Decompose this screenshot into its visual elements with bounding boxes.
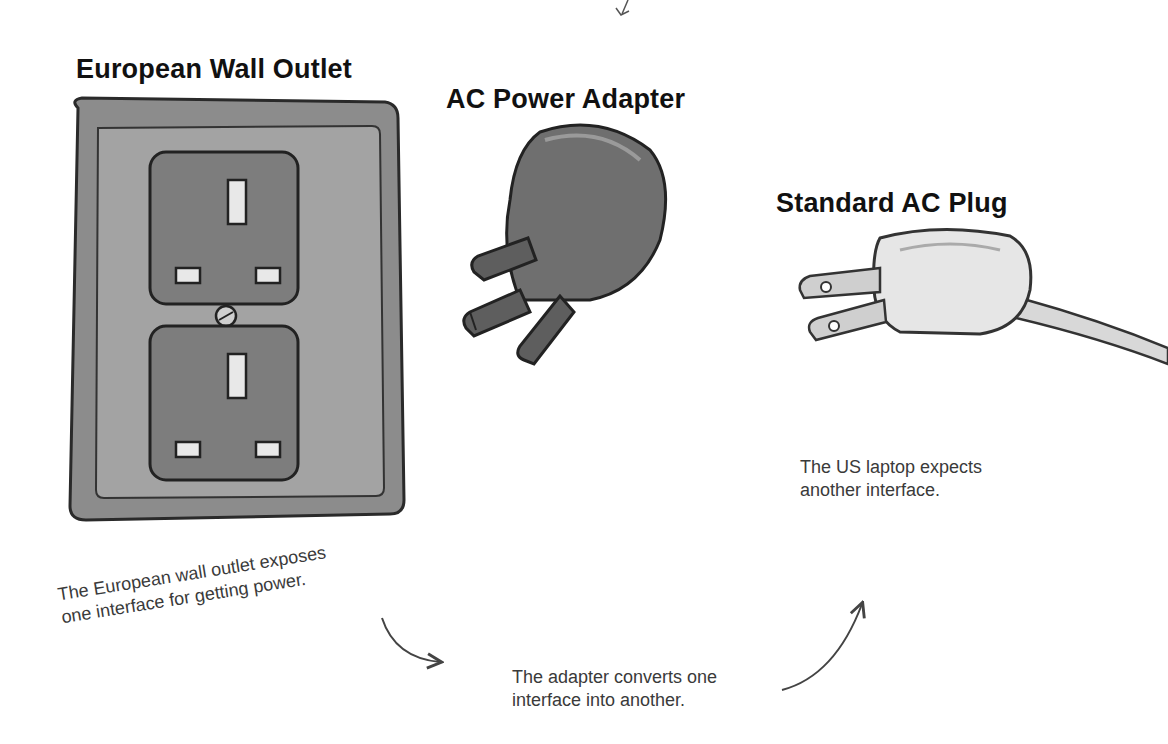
item-heading: European Wall Outlet [76, 54, 352, 85]
ac-plug [800, 229, 1168, 364]
item-heading-box: AC Power Adapter [446, 84, 685, 115]
item-heading-box: Standard AC Plug [776, 188, 1008, 219]
item-heading: Standard AC Plug [776, 188, 1008, 219]
annotation-note: The European wall outlet exposes one int… [56, 537, 360, 630]
arrow-fragment [616, 0, 629, 15]
power-adapter [464, 125, 666, 364]
wall-outlet [70, 98, 404, 520]
annotation-note: The adapter converts one interface into … [512, 666, 747, 713]
leader-arrow [382, 618, 440, 662]
item-heading: AC Power Adapter [446, 84, 685, 115]
leader-arrow [782, 604, 862, 690]
item-heading-box: European Wall Outlet [76, 54, 352, 85]
annotation-note: The US laptop expects another interface. [800, 456, 1015, 503]
